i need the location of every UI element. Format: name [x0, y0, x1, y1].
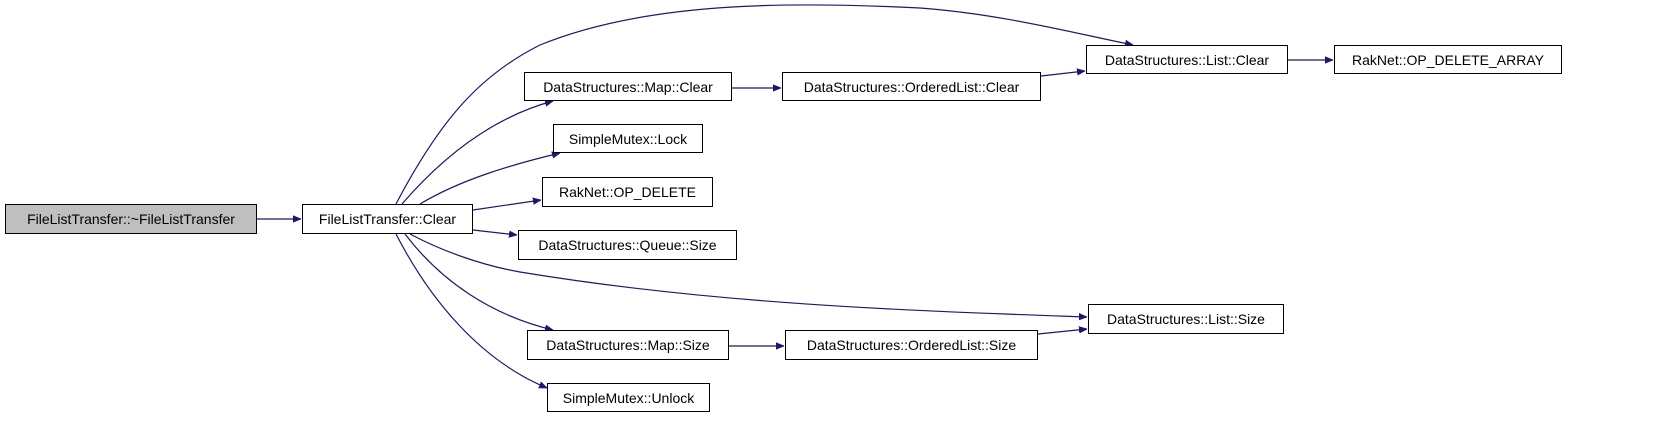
node-simplemutex-unlock[interactable]: SimpleMutex::Unlock	[547, 383, 710, 412]
edge-flt_clear-to-map_clear	[401, 101, 553, 205]
edge-flt_clear-to-list_clear	[395, 4, 1133, 205]
node-label: DataStructures::List::Size	[1107, 311, 1265, 327]
node-label: DataStructures::Map::Clear	[543, 78, 713, 95]
edge-flt_clear-to-map_size	[404, 233, 553, 330]
node-label: FileListTransfer::Clear	[318, 211, 457, 227]
node-label: FileListTransfer::~FileListTransfer	[27, 211, 235, 227]
node-map-clear[interactable]: DataStructures::Map::Clear	[524, 72, 732, 101]
node-label: SimpleMutex::Lock	[568, 130, 688, 147]
node-list-size[interactable]: DataStructures::List::Size	[1088, 304, 1284, 334]
node-label: DataStructures::Map::Size	[546, 337, 710, 353]
node-label: DataStructures::OrderedList::Size	[806, 337, 1017, 353]
node-label: DataStructures::List::Clear	[1104, 51, 1270, 68]
node-map-size[interactable]: DataStructures::Map::Size	[527, 330, 729, 360]
node-simplemutex-lock[interactable]: SimpleMutex::Lock	[553, 124, 703, 153]
node-label: DataStructures::OrderedList::Clear	[803, 78, 1020, 95]
node-orderedlist-clear[interactable]: DataStructures::OrderedList::Clear	[782, 72, 1041, 101]
edge-ol_size-to-list_size	[1037, 329, 1087, 335]
node-orderedlist-size[interactable]: DataStructures::OrderedList::Size	[785, 330, 1038, 360]
edge-flt_clear-to-queue_size	[472, 229, 517, 235]
node-filelisttransfer-destructor: FileListTransfer::~FileListTransfer	[5, 204, 257, 234]
node-filelisttransfer-clear[interactable]: FileListTransfer::Clear	[302, 204, 473, 234]
edge-flt_clear-to-list_size	[409, 233, 1087, 317]
node-op-delete[interactable]: RakNet::OP_DELETE	[542, 177, 713, 207]
node-queue-size[interactable]: DataStructures::Queue::Size	[518, 230, 737, 260]
node-label: RakNet::OP_DELETE	[559, 184, 696, 200]
edge-ol_clear-to-list_clear	[1040, 71, 1085, 77]
node-label: DataStructures::Queue::Size	[538, 237, 717, 253]
node-label: RakNet::OP_DELETE_ARRAY	[1352, 51, 1544, 68]
node-list-clear[interactable]: DataStructures::List::Clear	[1086, 45, 1288, 74]
edge-flt_clear-to-mutex_lock	[419, 153, 560, 205]
node-label: SimpleMutex::Unlock	[562, 389, 695, 406]
node-op-delete-array[interactable]: RakNet::OP_DELETE_ARRAY	[1334, 45, 1562, 74]
edge-flt_clear-to-mutex_unlock	[395, 233, 547, 389]
edge-flt_clear-to-op_delete	[472, 200, 541, 211]
